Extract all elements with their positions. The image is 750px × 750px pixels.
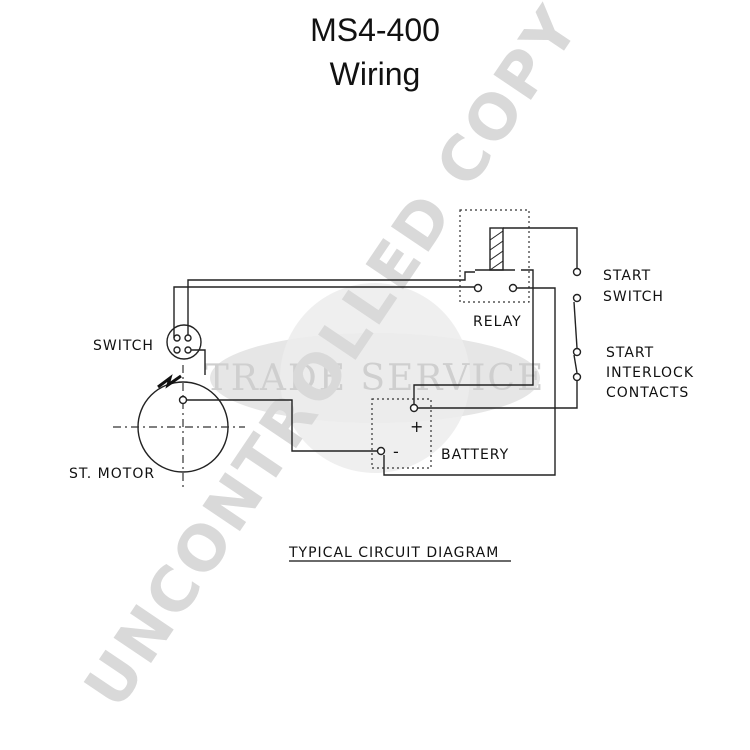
wiring [173,227,578,476]
battery-outline [371,398,432,469]
diagram-caption: TYPICAL CIRCUIT DIAGRAM [288,545,499,561]
connecting-strap [157,374,182,389]
battery-minus-sign: - [393,442,399,461]
interlock-contact-2 [572,372,582,382]
starter-motor [113,365,245,488]
switch-body [166,324,202,360]
interlock-contact-1 [572,347,582,357]
relay-label: RELAY [473,314,522,330]
battery [371,398,432,469]
relay [459,209,530,303]
relay-terminal-right [508,283,518,293]
trade-service-watermark: TRADE SERVICE [205,283,546,473]
switch-terminal-3 [173,346,181,354]
interlock-label-3: CONTACTS [606,385,689,401]
motor-terminal [178,395,188,405]
interlock-label-2: INTERLOCK [606,365,694,381]
battery-negative-terminal [376,446,386,456]
switch-terminal-2 [184,334,192,342]
start-switch-label-1: START [603,268,651,284]
switch-terminal-1 [173,334,181,342]
switch-label: SWITCH [93,338,154,354]
relay-terminal-left [473,283,483,293]
start-switch-contact-2 [572,293,582,303]
start-switch-contact-1 [572,267,582,277]
interlock-label-1: START [606,345,654,361]
battery-positive-terminal [409,403,419,413]
start-switch-label-2: SWITCH [603,289,664,305]
switch-terminal-4 [184,346,192,354]
diagram-title: MS4-400 [310,12,440,48]
trade-service-text: TRADE SERVICE [205,358,546,399]
solenoid-switch [157,324,202,389]
start-switch-contacts [572,267,582,303]
st-motor-label: ST. MOTOR [69,466,155,482]
diagram-subtitle: Wiring [329,56,421,92]
relay-outline [459,209,530,303]
battery-label: BATTERY [441,447,509,463]
battery-plus-sign: + [410,417,423,436]
interlock-contacts [572,347,582,382]
